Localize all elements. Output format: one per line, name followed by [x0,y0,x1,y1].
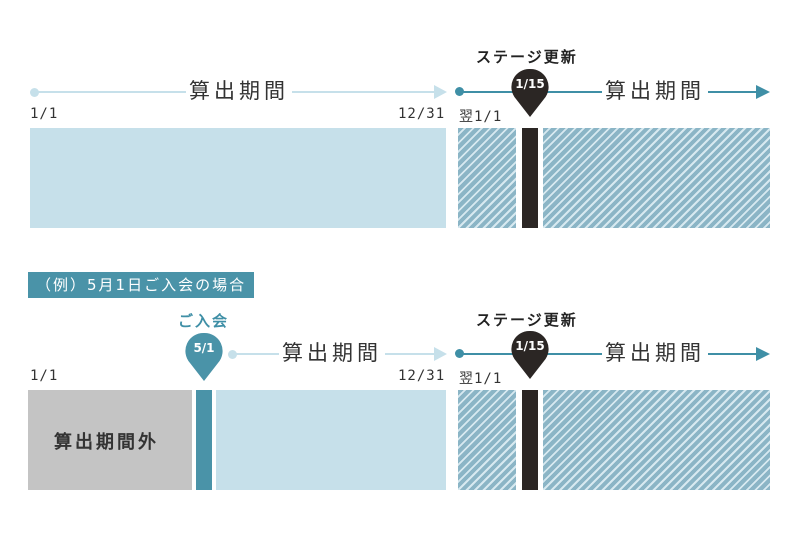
next-period-bar-post-update [543,390,770,490]
end-date: 12/31 [398,106,446,122]
join-pin: 5/1 [185,332,223,382]
stage-update-pin: 1/15 [511,68,549,118]
arrow-right-icon [434,347,447,361]
arrow-right-icon [434,85,447,99]
next-period-label: 算出期間 [602,79,708,103]
stage-update-pin: 1/15 [511,330,549,380]
stage-update-date: 1/15 [515,339,545,353]
next-period-bar-pre-update [458,390,516,490]
stage-update-label: ステージ更新 [476,48,578,66]
next-start-date: 翌1/1 [459,109,503,125]
start-date: 1/1 [30,368,59,384]
period-label: 算出期間 [186,79,292,103]
stage-update-date: 1/15 [515,77,545,91]
stage-update-marker [522,128,538,228]
map-pin-icon [185,332,223,381]
outside-period-bar: 算出期間外 [28,390,192,490]
period-bar [216,390,446,490]
next-period-start-dot [455,349,464,358]
join-label: ご入会 [178,312,230,330]
next-period-bar-post-update [543,128,770,228]
period-start-dot [228,350,237,359]
join-date: 5/1 [193,341,215,355]
next-period-start-dot [455,87,464,96]
outside-period-label: 算出期間外 [54,432,159,453]
end-date: 12/31 [398,368,446,384]
start-date: 1/1 [30,106,59,122]
arrow-right-icon [756,347,770,361]
map-pin-icon [511,330,549,379]
map-pin-icon [511,68,549,117]
arrow-right-icon [756,85,770,99]
period-bar [30,128,446,228]
period-label: 算出期間 [279,341,385,365]
next-start-date: 翌1/1 [459,371,503,387]
join-marker [196,390,212,490]
stage-update-marker [522,390,538,490]
example-tag: （例）5月1日ご入会の場合 [28,272,255,298]
next-period-bar-pre-update [458,128,516,228]
stage-update-label: ステージ更新 [476,311,578,329]
next-period-label: 算出期間 [602,341,708,365]
